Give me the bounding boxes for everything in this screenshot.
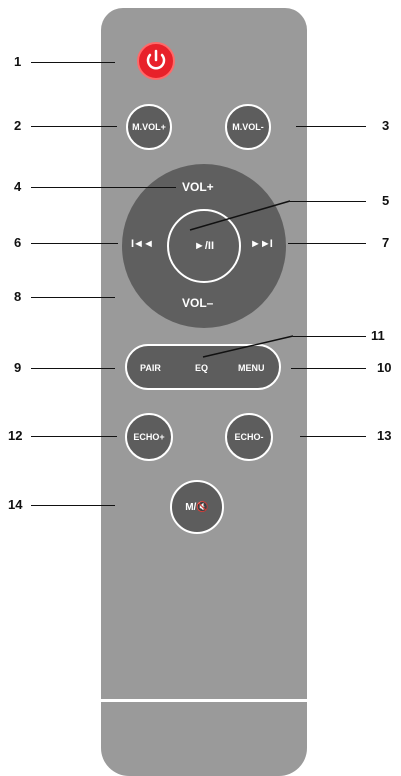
echo-minus-button[interactable]: ECHO- — [225, 413, 273, 461]
remote-divider — [101, 699, 307, 702]
callout-10: 10 — [377, 360, 392, 375]
pair-eq-menu-bar — [125, 344, 281, 390]
vol-plus-button[interactable]: VOL+ — [182, 180, 214, 194]
play-pause-button[interactable]: ►/II — [167, 209, 241, 283]
callout-11: 11 — [371, 328, 385, 343]
callout-13: 13 — [377, 428, 392, 443]
echo-plus-button[interactable]: ECHO+ — [125, 413, 173, 461]
callout-3: 3 — [382, 118, 390, 133]
prev-button[interactable]: I◄◄ — [131, 238, 154, 250]
leader-line-5 — [290, 201, 366, 202]
mvol-plus-button[interactable]: M.VOL+ — [126, 104, 172, 150]
leader-line-1 — [31, 62, 115, 63]
leader-line-6 — [31, 243, 118, 244]
callout-9: 9 — [14, 360, 22, 375]
leader-line-12 — [31, 436, 117, 437]
callout-8: 8 — [14, 289, 22, 304]
leader-line-14 — [31, 505, 115, 506]
callout-6: 6 — [14, 235, 22, 250]
menu-button[interactable]: MENU — [238, 363, 265, 373]
callout-7: 7 — [382, 235, 390, 250]
leader-line-11 — [293, 336, 366, 337]
pair-button[interactable]: PAIR — [140, 363, 161, 373]
next-button[interactable]: ►►I — [250, 238, 273, 250]
leader-line-9 — [31, 368, 115, 369]
leader-line-13 — [300, 436, 366, 437]
eq-button[interactable]: EQ — [195, 363, 209, 373]
callout-4: 4 — [14, 179, 22, 194]
leader-line-3 — [296, 126, 366, 127]
leader-line-8 — [31, 297, 115, 298]
power-button[interactable] — [137, 42, 175, 80]
mvol-minus-button[interactable]: M.VOL- — [225, 104, 271, 150]
callout-1: 1 — [14, 54, 22, 69]
leader-line-2 — [31, 126, 117, 127]
power-icon — [146, 49, 166, 70]
leader-line-7 — [288, 243, 366, 244]
callout-5: 5 — [382, 193, 390, 208]
vol-minus-button[interactable]: VOL– — [182, 296, 214, 310]
callout-14: 14 — [8, 497, 23, 512]
mute-button[interactable]: M/🔇 — [170, 480, 224, 534]
leader-line-10 — [291, 368, 366, 369]
callout-12: 12 — [8, 428, 23, 443]
leader-line-4 — [31, 187, 176, 188]
callout-2: 2 — [14, 118, 22, 133]
